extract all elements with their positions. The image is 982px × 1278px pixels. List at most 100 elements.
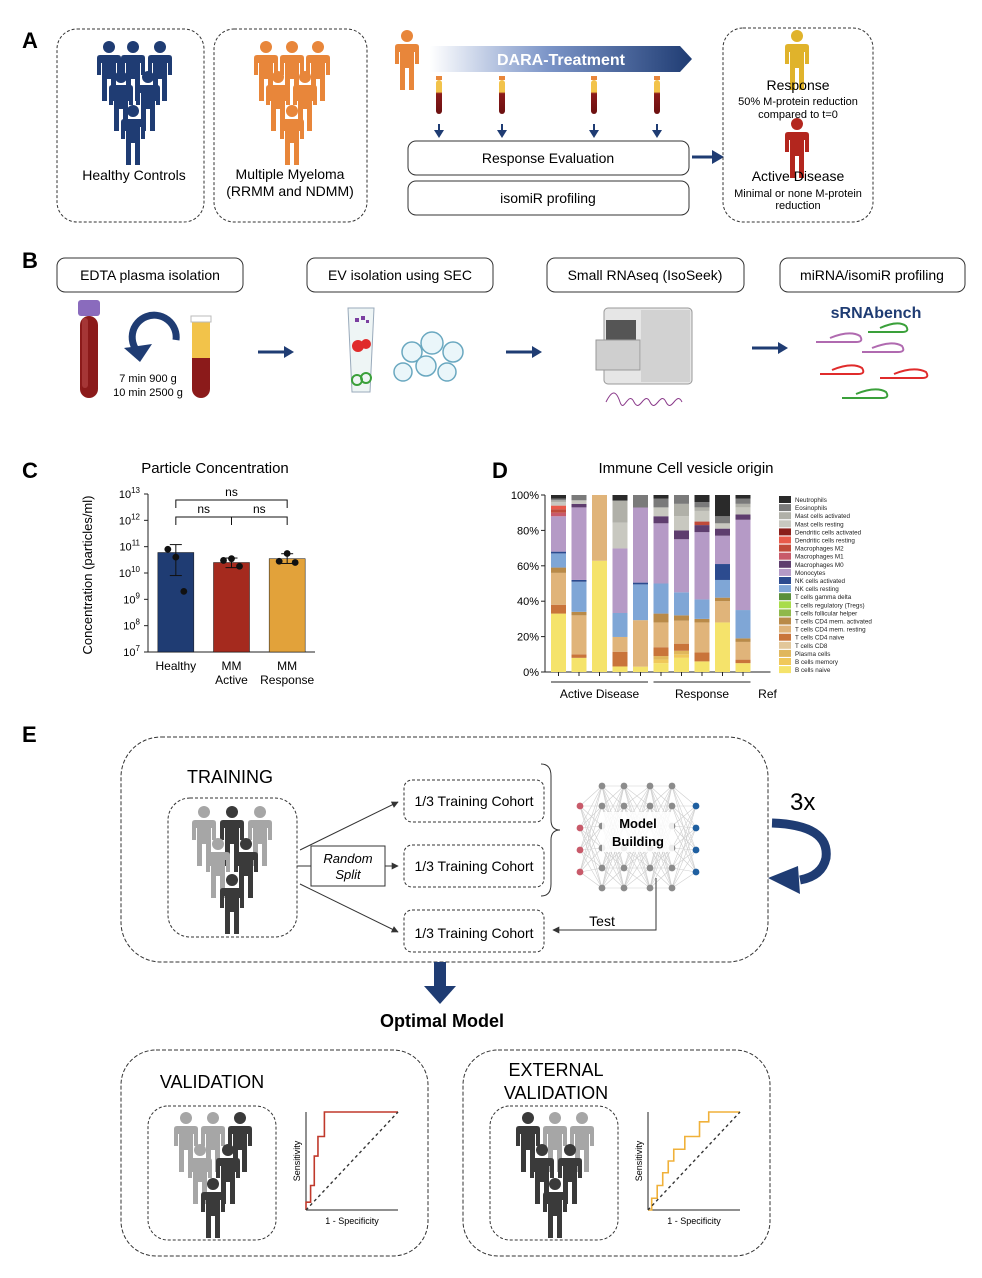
stacked-bar-segment (715, 564, 730, 580)
stacked-bar-segment (674, 620, 689, 644)
legend-label: T cells CD4 mem. activated (795, 619, 872, 626)
x-tick-label: MM (222, 659, 242, 673)
legend-swatch (779, 568, 791, 576)
stacked-bar-segment (551, 512, 566, 517)
stacked-bar-segment (674, 654, 689, 658)
outcome-arrow-icon (712, 150, 724, 164)
spin-step-1: 7 min 900 g (119, 373, 176, 385)
stacked-bar-segment (551, 505, 566, 510)
spin-step-2: 10 min 2500 g (113, 387, 183, 399)
stacked-bar-segment (551, 502, 566, 506)
roc-y-label: Sensitivity (634, 1140, 644, 1181)
stacked-bar-segment (571, 615, 587, 655)
external-people-box (489, 1105, 619, 1241)
nn-edge (601, 847, 625, 889)
stacked-bar-segment (735, 663, 751, 672)
legend-swatch (779, 552, 791, 560)
myeloma-box (213, 28, 368, 223)
nn-node (692, 824, 700, 832)
stacked-bar-segment (551, 551, 566, 554)
legend-swatch (779, 577, 791, 584)
stacked-bar-segment (735, 610, 751, 639)
stacked-bar-segment (612, 548, 628, 613)
step-profiling-label: miRNA/isomiR profiling (800, 267, 944, 283)
nn-node (668, 884, 676, 892)
nn-edge (579, 805, 603, 829)
legend-label: T cells follicular helper (795, 610, 857, 617)
nn-edge (671, 785, 697, 829)
repeat-label: 3x (790, 789, 815, 816)
stacked-bar-segment (694, 652, 710, 662)
legend-swatch (779, 593, 791, 601)
stacked-bar-segment (653, 507, 669, 517)
data-point (291, 559, 299, 566)
stacked-bar-segment (694, 521, 710, 526)
stacked-bar-segment (715, 495, 730, 517)
roc-curve (648, 1111, 740, 1211)
nn-node (598, 864, 606, 872)
roc-x-label: 1 - Specificity (325, 1216, 379, 1226)
myeloma-people-icon (254, 41, 330, 165)
stacked-bar-segment (674, 657, 689, 672)
validation-people-box (147, 1105, 277, 1241)
sequencer-icon (595, 307, 693, 406)
stacked-bar-segment (735, 519, 751, 611)
legend-label: Neutrophils (795, 497, 827, 504)
chart-d-title: Immune Cell vesicle origin (598, 460, 773, 477)
stacked-bar-segment (715, 535, 730, 565)
stacked-bar-segment (571, 657, 587, 672)
nn-edge (579, 827, 603, 869)
nn-node (668, 802, 676, 810)
nn-edge (671, 827, 697, 889)
legend-swatch (779, 585, 791, 593)
nn-node (646, 802, 654, 810)
nn-edge (671, 805, 697, 851)
model-label-line2: Building (612, 834, 664, 849)
cohort-label-1: 1/3 Training Cohort (414, 793, 533, 809)
legend-swatch (779, 641, 791, 649)
stacked-bar-segment (694, 618, 710, 623)
test-label: Test (589, 913, 615, 929)
significance-bracket (175, 516, 232, 525)
validation-title: VALIDATION (160, 1072, 264, 1092)
legend-label: Eosinophils (795, 505, 827, 512)
stacked-bar-segment (694, 622, 710, 653)
active-disease-desc-line2: reduction (775, 200, 820, 212)
nn-edge (579, 847, 603, 873)
stacked-bar-segment (694, 502, 710, 508)
stacked-bar-segment (633, 584, 648, 621)
nn-node (646, 782, 654, 790)
group-label: Response (675, 687, 729, 701)
stacked-bar-segment (674, 615, 689, 621)
down-arrow-icon (424, 986, 456, 1004)
stacked-bar-segment (694, 661, 710, 672)
stacked-bar-segment (551, 613, 566, 672)
panel-a: Healthy Controls Multiple Myeloma (RRMM … (56, 27, 874, 223)
data-point (164, 545, 172, 553)
significance-bracket (175, 499, 288, 508)
isomir-profiling-box (407, 180, 690, 216)
legend-label: Macrophages M2 (795, 546, 844, 553)
legend-label: Dendritic cells activated (795, 529, 862, 536)
nn-edge (623, 785, 651, 807)
stacked-bar-segment (653, 498, 669, 508)
stacked-bar-segment (571, 495, 587, 501)
stacked-bar-segment (633, 666, 648, 672)
nn-edge (579, 825, 603, 873)
isomir-profiling-label: isomiR profiling (500, 190, 596, 206)
external-people-icon (516, 1112, 594, 1238)
nn-node (692, 868, 700, 876)
nn-edge (671, 785, 697, 851)
nn-edge (649, 867, 673, 889)
stacked-bar-segment (633, 507, 648, 583)
panel-letter-d: D (492, 458, 508, 483)
myeloma-label-line1: Multiple Myeloma (236, 166, 345, 182)
legend-swatch (779, 536, 791, 544)
nn-node (598, 802, 606, 810)
stacked-bar-segment (592, 495, 607, 561)
legend-swatch (779, 544, 791, 552)
nn-edge (579, 849, 603, 869)
stacked-bar-segment (715, 622, 730, 672)
nn-node (620, 782, 628, 790)
